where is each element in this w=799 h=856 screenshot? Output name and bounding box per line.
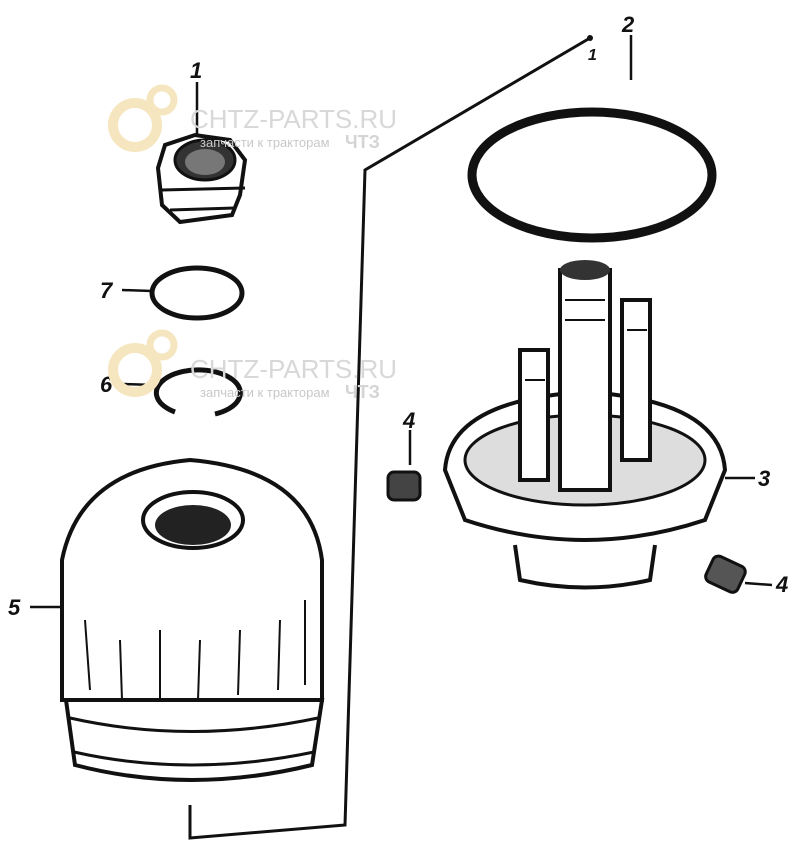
part-nut xyxy=(155,132,248,225)
callout-large-ring: 2 xyxy=(621,12,635,37)
part-large-ring xyxy=(467,107,717,243)
watermark-tagline: запчасти к тракторам xyxy=(200,385,330,400)
part-small-ring xyxy=(149,265,245,321)
callout-nut: 1 xyxy=(190,58,202,83)
part-filter-canister xyxy=(60,457,325,782)
gear-logo-icon xyxy=(108,98,162,152)
callout-plug-right: 4 xyxy=(775,572,788,597)
callout-small-ring: 7 xyxy=(100,278,114,303)
gear-logo-icon xyxy=(146,84,178,116)
part-split-ring xyxy=(153,367,243,417)
callout-filter-head: 3 xyxy=(758,466,770,491)
part-plug-left xyxy=(386,470,422,502)
watermark-tagline: запчасти к тракторам xyxy=(200,135,330,150)
callout-filter-canister: 5 xyxy=(8,595,21,620)
assembly-bracket-line xyxy=(188,36,591,840)
callout-bracket: 1 xyxy=(588,47,597,64)
watermark-brand: ЧТЗ xyxy=(345,132,380,152)
watermark-site: CHTZ-PARTS.RU xyxy=(190,354,397,384)
watermark-middle: CHTZ-PARTS.RU запчасти к тракторам ЧТЗ xyxy=(108,329,397,402)
callout-plug-left: 4 xyxy=(402,408,415,433)
part-plug-right xyxy=(704,554,747,594)
watermark-top: CHTZ-PARTS.RU запчасти к тракторам ЧТЗ xyxy=(108,84,397,152)
watermark-brand: ЧТЗ xyxy=(345,382,380,402)
gear-logo-icon xyxy=(108,343,162,397)
gear-logo-icon xyxy=(146,329,178,361)
part-filter-head xyxy=(442,260,728,590)
bracket-dot xyxy=(587,35,593,41)
watermark-site: CHTZ-PARTS.RU xyxy=(190,104,397,134)
